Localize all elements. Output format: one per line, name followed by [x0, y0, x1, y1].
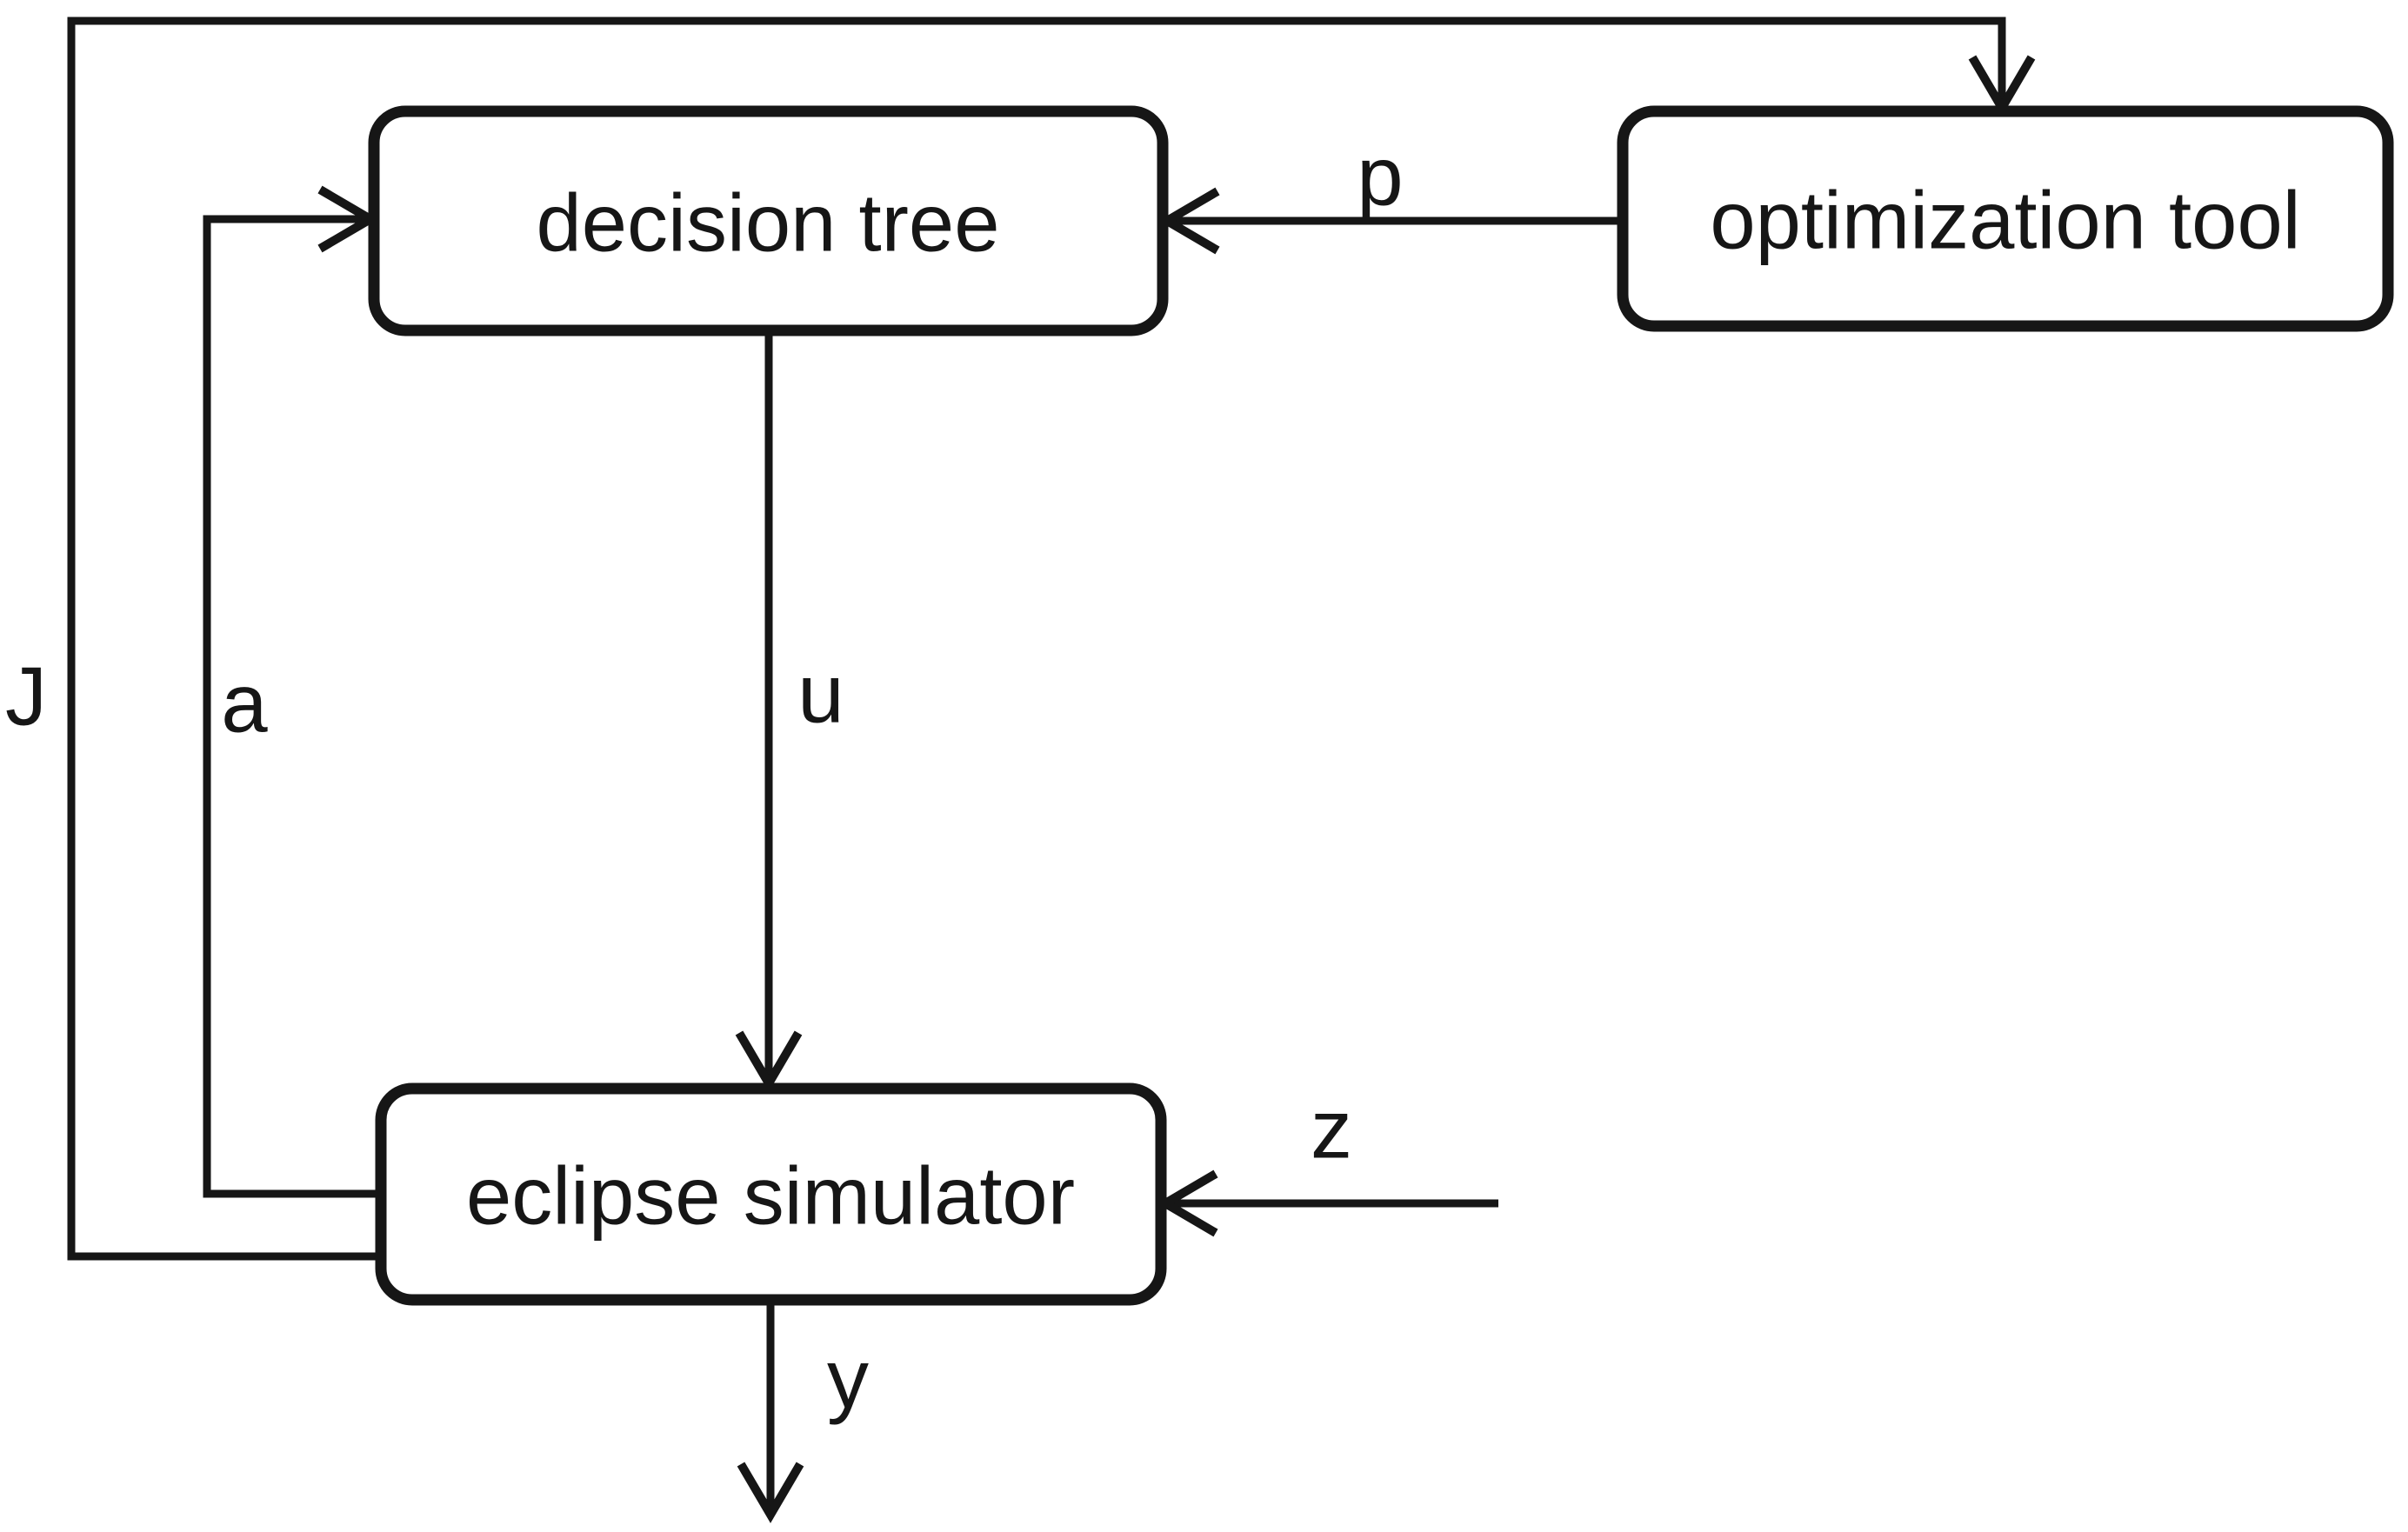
edge-y-arrowhead-icon — [737, 1462, 804, 1523]
node-optimization-tool-label: optimization tool — [1710, 175, 2300, 266]
node-eclipse-simulator-box — [375, 1082, 1167, 1306]
edge-j: J — [5, 17, 2036, 1261]
edge-p-label: p — [1357, 130, 1403, 223]
node-optimization-tool-box — [1617, 105, 2394, 332]
edge-a: a — [203, 185, 381, 1198]
edge-a-line — [203, 215, 381, 1198]
edge-u: u — [735, 330, 844, 1092]
node-decision-tree-box — [368, 105, 1169, 336]
edge-u-label: u — [797, 648, 844, 741]
node-eclipse-simulator: eclipse simulator — [375, 1082, 1167, 1306]
edge-z: z — [1157, 1083, 1498, 1237]
edge-z-label: z — [1311, 1083, 1352, 1176]
node-eclipse-simulator-label: eclipse simulator — [466, 1150, 1075, 1242]
edge-j-line — [67, 17, 2006, 1261]
edge-y-label: y — [827, 1333, 869, 1426]
edge-y: y — [737, 1300, 869, 1523]
node-optimization-tool: optimization tool — [1617, 105, 2394, 332]
edge-j-label: J — [5, 650, 47, 743]
edge-p: p — [1158, 130, 1623, 255]
node-decision-tree-label: decision tree — [537, 177, 1000, 269]
node-decision-tree: decision tree — [368, 105, 1169, 336]
edge-a-label: a — [221, 657, 268, 750]
